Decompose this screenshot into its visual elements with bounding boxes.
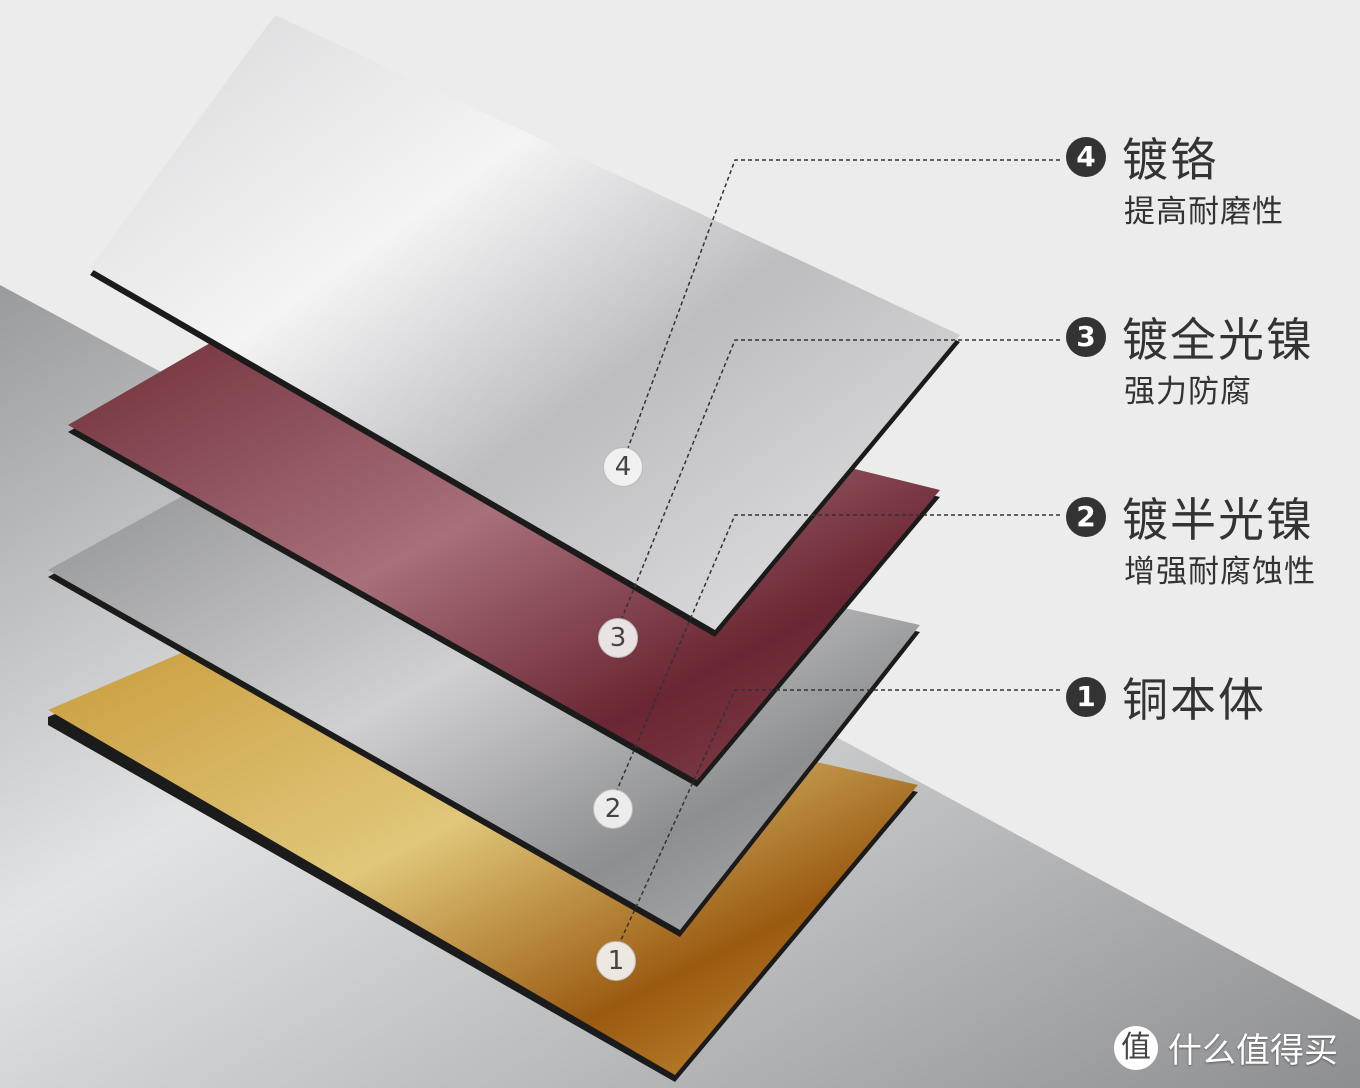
layer-title: 镀全光镍 [1122, 313, 1314, 367]
watermark-text: 什么值得买 [1168, 1031, 1338, 1071]
marker-4: 4 [603, 447, 643, 487]
layer-title: 铜本体 [1122, 673, 1266, 727]
label-layer-3: 3 镀全光镍 强力防腐 [1066, 304, 1314, 411]
marker-3: 3 [598, 618, 638, 658]
layer-title: 镀铬 [1122, 133, 1218, 187]
leader-lines [616, 159, 1060, 943]
watermark-logo: 值 [1114, 1025, 1158, 1070]
leader-line-4 [627, 159, 1060, 449]
leader-line-2 [616, 514, 1060, 791]
number-badge: 2 [1066, 497, 1106, 537]
layer-subtitle: 强力防腐 [1124, 374, 1252, 410]
plate-bright-nickel [68, 320, 940, 787]
layer-title: 镀半光镍 [1122, 493, 1314, 547]
label-layer-1: 1 铜本体 [1066, 664, 1266, 730]
label-layer-2: 2 镀半光镍 增强耐腐蚀性 [1066, 484, 1316, 591]
watermark: 值 什么值得买 [1114, 1023, 1338, 1072]
label-layer-4: 4 镀铬 提高耐磨性 [1066, 124, 1284, 231]
layer-subtitle: 提高耐磨性 [1124, 194, 1284, 230]
number-badge: 4 [1066, 137, 1106, 177]
leader-line-1 [619, 689, 1060, 943]
layer-subtitle: 增强耐腐蚀性 [1124, 554, 1316, 590]
marker-1: 1 [596, 941, 636, 981]
number-badge: 1 [1066, 677, 1106, 717]
marker-2: 2 [593, 789, 633, 829]
leader-line-3 [621, 339, 1060, 619]
number-badge: 3 [1066, 317, 1106, 357]
plate-chrome [90, 15, 960, 637]
